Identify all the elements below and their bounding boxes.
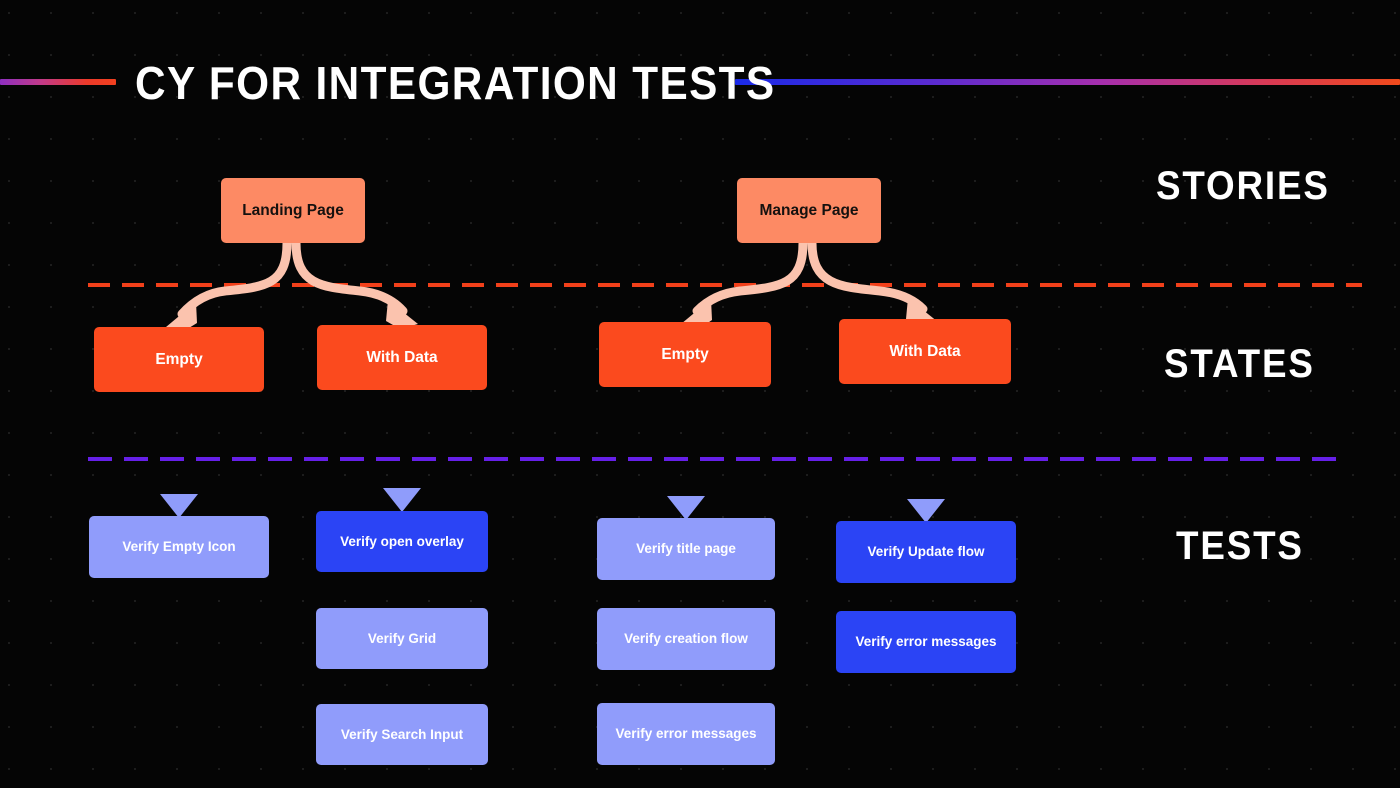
- test-node-label: Verify Grid: [367, 630, 437, 646]
- story-node-label: Manage Page: [759, 201, 859, 219]
- test-node-verify-update-flow[interactable]: Verify Update flow: [836, 521, 1016, 583]
- connector-states-to-tests: [160, 382, 945, 523]
- test-node-verify-grid[interactable]: Verify Grid: [316, 608, 488, 669]
- test-node-verify-creation-flow[interactable]: Verify creation flow: [597, 608, 775, 670]
- lane-label-stories: STORIES: [1156, 164, 1330, 208]
- test-node-verify-empty-icon[interactable]: Verify Empty Icon: [89, 516, 269, 578]
- divider-stories-states: [88, 283, 1362, 287]
- connector-landing-with-data-to-test: [383, 388, 421, 512]
- header-rule-left: [0, 79, 116, 85]
- test-node-label: Verify Search Input: [340, 726, 464, 742]
- connector-manage-empty-to-test: [667, 386, 705, 520]
- state-node-manage-empty[interactable]: Empty: [599, 322, 771, 387]
- test-node-label: Verify title page: [636, 541, 736, 557]
- test-node-verify-search-input[interactable]: Verify Search Input: [316, 704, 488, 765]
- test-node-verify-title-page[interactable]: Verify title page: [597, 518, 775, 580]
- header: CY for Integration Tests: [0, 48, 1400, 118]
- test-node-label: Verify Update flow: [867, 544, 985, 560]
- page-title: CY for Integration Tests: [135, 57, 776, 109]
- test-node-verify-open-overlay[interactable]: Verify open overlay: [316, 511, 488, 572]
- connector-manage-with-data-to-test: [907, 382, 945, 523]
- test-node-verify-error-messages-empty[interactable]: Verify error messages: [597, 703, 775, 765]
- story-node-label: Landing Page: [242, 201, 344, 219]
- state-node-label: Empty: [661, 345, 709, 363]
- test-node-label: Verify Empty Icon: [122, 539, 236, 555]
- test-node-verify-error-messages-with-data[interactable]: Verify error messages: [836, 611, 1016, 673]
- state-node-label: With Data: [366, 348, 438, 366]
- header-rule-right: [735, 79, 1400, 85]
- connector-landing-empty-to-test: [160, 392, 198, 518]
- lane-label-tests: TESTS: [1176, 524, 1304, 568]
- test-node-label: Verify error messages: [615, 726, 757, 742]
- state-node-label: Empty: [155, 350, 203, 368]
- test-node-label: Verify creation flow: [624, 631, 748, 647]
- state-node-label: With Data: [889, 342, 961, 360]
- story-node-landing-page[interactable]: Landing Page: [221, 178, 365, 243]
- test-node-label: Verify open overlay: [340, 533, 464, 549]
- test-node-label: Verify error messages: [855, 634, 997, 650]
- state-node-landing-with-data[interactable]: With Data: [317, 325, 487, 390]
- divider-states-tests: [88, 457, 1348, 461]
- state-node-landing-empty[interactable]: Empty: [94, 327, 264, 392]
- state-node-manage-with-data[interactable]: With Data: [839, 319, 1011, 384]
- lane-label-states: STATES: [1164, 342, 1315, 386]
- connector-landing-page-to-states: [166, 238, 418, 331]
- story-node-manage-page[interactable]: Manage Page: [737, 178, 881, 243]
